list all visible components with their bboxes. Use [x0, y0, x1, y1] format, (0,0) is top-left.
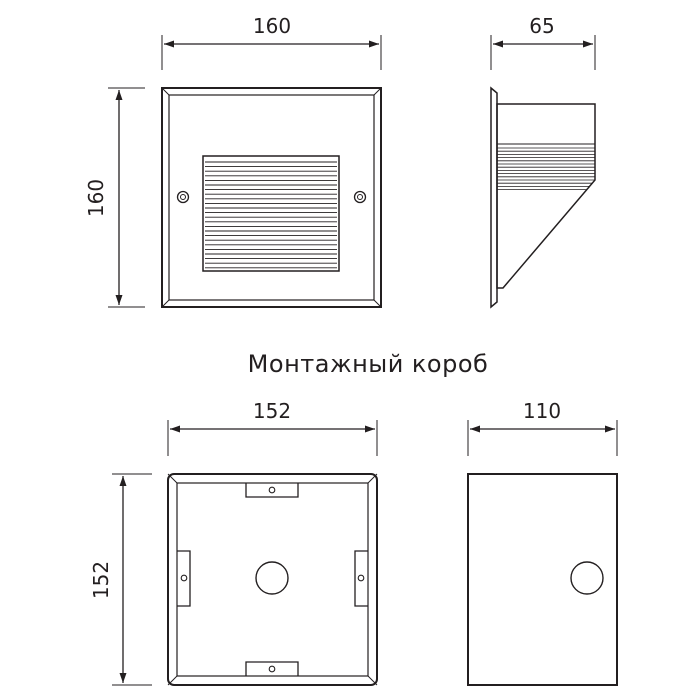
dimension-height-160: 160	[84, 87, 145, 308]
dimension-label: 65	[529, 14, 554, 38]
screw-icon	[176, 190, 190, 204]
dimension-width-152: 152	[167, 399, 378, 456]
cable-entry-hole	[570, 561, 604, 595]
dimension-label: 152	[253, 399, 291, 423]
fixture-side-view	[490, 86, 596, 309]
cable-entry-hole	[255, 561, 289, 595]
dimension-depth-110: 110	[467, 399, 618, 456]
mounting-tab-left	[177, 550, 191, 607]
dimension-label: 152	[89, 561, 113, 599]
louvre-grille	[202, 155, 340, 272]
mounting-tab-bottom	[245, 661, 299, 676]
mounting-box-side-view	[467, 473, 618, 686]
dimension-width-160: 160	[161, 14, 382, 70]
section-title: Монтажный короб	[248, 350, 489, 378]
side-ribs	[497, 147, 595, 191]
fixture-front-view	[161, 87, 382, 308]
mounting-tab-top	[245, 483, 299, 498]
dimension-label: 110	[523, 399, 561, 423]
mounting-box-front-view	[167, 473, 378, 686]
screw-icon	[353, 190, 367, 204]
dimension-label: 160	[253, 14, 291, 38]
mounting-tab-right	[354, 550, 368, 607]
dimension-depth-65: 65	[490, 14, 596, 70]
dimension-label: 160	[84, 179, 108, 217]
dimension-height-152: 152	[89, 473, 152, 686]
